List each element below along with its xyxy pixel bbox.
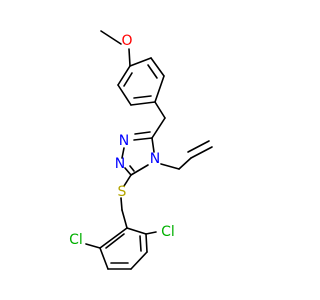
bond-c5-n1-2	[134, 131, 151, 135]
bond-allyl-c2	[187, 140, 210, 153]
atom-nitrogen-1: N	[119, 133, 129, 149]
bond-ring2-b	[145, 233, 148, 253]
bond-ring2-e	[99, 247, 109, 270]
bond-c3-s	[123, 174, 132, 187]
bond-ring1-ch2	[154, 101, 166, 119]
bond-cl1	[85, 243, 101, 249]
bond-cl2	[145, 231, 157, 235]
bond-ch2-c5	[151, 117, 166, 139]
bond-ring1-a	[129, 57, 152, 67]
atom-labels: O N N N S Cl Cl	[69, 33, 175, 248]
atom-nitrogen-2: N	[115, 156, 125, 172]
molecule-structure: O N N N S Cl Cl	[69, 30, 213, 270]
bond-ring2-f2	[105, 233, 125, 249]
bond-c3-n4	[130, 164, 149, 176]
bond-c5-n1	[133, 137, 153, 141]
bond-allyl-b	[178, 157, 192, 170]
bond-n4-c5	[151, 137, 155, 153]
bond-n1-n2	[121, 147, 125, 159]
atom-chlorine-1: Cl	[69, 232, 83, 248]
bond-n2-c3	[124, 167, 132, 176]
bond-allyl-c	[190, 146, 213, 159]
atom-nitrogen-4: N	[150, 151, 160, 167]
bond-n4-allyl	[160, 163, 180, 170]
bond-o-ring	[128, 48, 131, 67]
bond-ring1-b2	[147, 64, 158, 79]
bond-ring1-d2	[133, 95, 152, 99]
bond-ring2-f	[99, 227, 128, 249]
bond-n2-c3-2	[129, 165, 135, 172]
bonds	[85, 30, 213, 270]
bond-ring1-f2	[123, 72, 133, 87]
bond-ring2-c	[130, 251, 148, 270]
bond-ring1-b	[150, 57, 165, 77]
bond-ring1-c	[154, 75, 165, 103]
atom-oxygen: O	[121, 33, 132, 49]
bond-ch2-ring2	[121, 209, 128, 229]
atom-sulfur: S	[118, 184, 127, 200]
bond-ring1-e	[117, 84, 132, 106]
bond-ring2-a	[126, 227, 147, 235]
bond-ring1-f	[117, 65, 131, 86]
bond-methyl-o	[100, 30, 122, 45]
bond-ring2-b2	[139, 235, 142, 252]
bond-ring1-d	[130, 101, 156, 106]
atom-chlorine-2: Cl	[161, 224, 175, 240]
bond-s-ch2	[120, 197, 123, 211]
